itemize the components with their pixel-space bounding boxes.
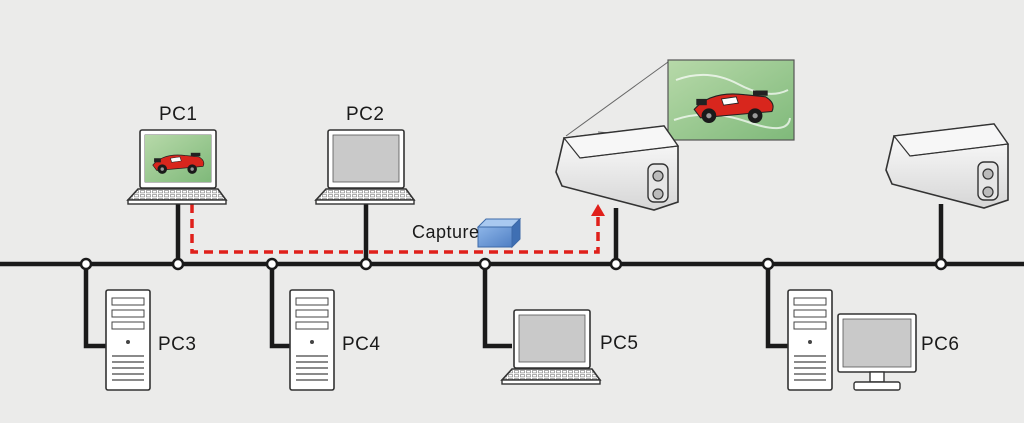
junction-node bbox=[359, 257, 373, 271]
capture-box-icon bbox=[476, 217, 522, 249]
pc2-laptop bbox=[315, 129, 415, 205]
pc4-label: PC4 bbox=[342, 334, 381, 355]
junction-node bbox=[934, 257, 948, 271]
projected-image bbox=[667, 59, 795, 141]
junction-node bbox=[478, 257, 492, 271]
pc2-label: PC2 bbox=[346, 104, 385, 125]
junction-node bbox=[609, 257, 623, 271]
pc1-label: PC1 bbox=[159, 104, 198, 125]
junction-node bbox=[761, 257, 775, 271]
pc6-label: PC6 bbox=[921, 334, 960, 355]
pc5-laptop bbox=[501, 309, 601, 385]
flow-arrowhead-icon bbox=[591, 204, 605, 216]
pc4-tower bbox=[289, 289, 335, 391]
pc6-workstation bbox=[787, 289, 917, 391]
pc5-label: PC5 bbox=[600, 333, 639, 354]
projector-2 bbox=[885, 123, 1009, 209]
projector-1 bbox=[555, 59, 795, 211]
pc3-tower bbox=[105, 289, 151, 391]
network-bus bbox=[0, 198, 1024, 349]
pc3-label: PC3 bbox=[158, 334, 197, 355]
junction-node bbox=[79, 257, 93, 271]
pc1-laptop bbox=[127, 129, 227, 205]
junction-node bbox=[265, 257, 279, 271]
bus-junctions bbox=[79, 257, 948, 271]
capture-label: Capture bbox=[412, 222, 480, 242]
junction-node bbox=[171, 257, 185, 271]
monitor-icon bbox=[837, 313, 917, 391]
capture-flow-path bbox=[190, 204, 605, 254]
